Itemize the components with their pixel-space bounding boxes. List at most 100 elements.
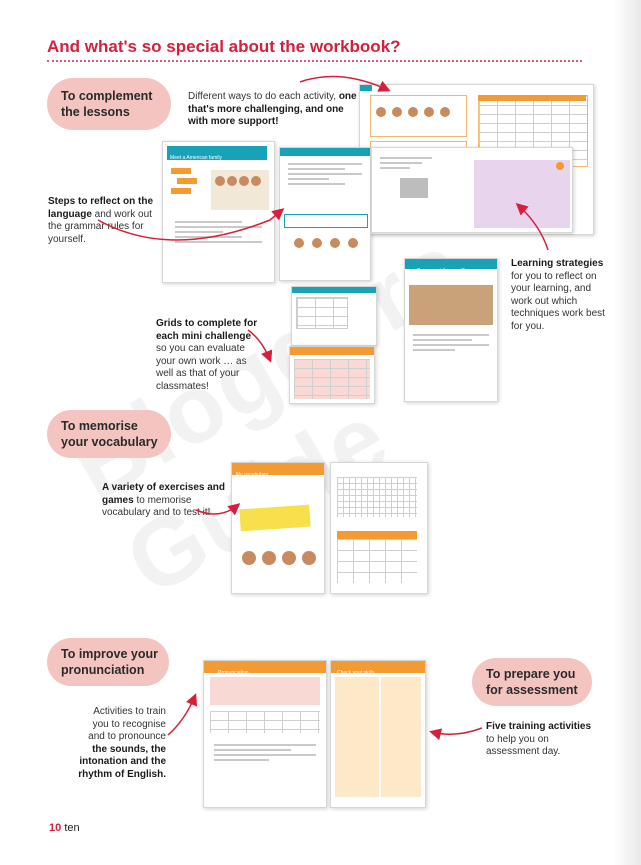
note-activity: Different ways to do each activity, one … xyxy=(188,91,363,129)
thumb-face xyxy=(392,107,402,117)
page-edge-shadow xyxy=(613,0,641,865)
thumb-grammar-page xyxy=(279,147,371,281)
note-pron-text: Activities to train you to recognise and… xyxy=(88,706,166,742)
bubble-complement-label: To complement the lessons xyxy=(61,89,153,119)
thumb-strategies-page xyxy=(371,147,573,233)
arrow-pronunciation xyxy=(167,693,198,736)
thumb-face xyxy=(251,176,261,186)
thumb-skills-header: Check your skills xyxy=(331,661,425,676)
thumb-header xyxy=(292,287,376,293)
thumb-face xyxy=(227,176,237,186)
note-assessment: Five training activities to help you on … xyxy=(486,721,596,759)
thumb-face xyxy=(215,176,225,186)
thumb-grid-page xyxy=(291,286,377,346)
thumb-pron-header: Pronunciation xyxy=(204,661,326,676)
thumb-sport-title: Do you get the sport? xyxy=(417,268,465,274)
thumb-vocab-title: My vocabulary xyxy=(236,472,269,478)
thumb-face xyxy=(424,107,434,117)
thumb-skills-page: Check your skills xyxy=(330,660,426,808)
note-activity-text: Different ways to do each activity, xyxy=(188,91,339,102)
thumb-header xyxy=(290,347,374,355)
note-pronunciation: Activities to train you to recognise and… xyxy=(76,706,166,781)
thumb-family-title: Meet a American family xyxy=(170,155,222,161)
thumb-box xyxy=(284,214,368,228)
thumb-face xyxy=(262,551,276,565)
thumb-face xyxy=(376,107,386,117)
thumb-table xyxy=(337,539,417,583)
thumb-wordsearch-page xyxy=(330,462,428,594)
note-vocab-bold: A variety of exercises and games xyxy=(102,482,226,506)
page-title: And what's so special about the workbook… xyxy=(47,37,401,56)
thumb-face xyxy=(239,176,249,186)
thumb-pronunciation-page: Pronunciation xyxy=(203,660,327,808)
thumb-face xyxy=(242,551,256,565)
note-vocab-text: to memorise vocabulary and to test it! xyxy=(102,494,211,519)
thumb-box xyxy=(370,95,467,137)
thumb-grid-header xyxy=(478,95,586,101)
note-activity-bold: one that's more challenging, and one wit… xyxy=(188,91,357,127)
thumb-face xyxy=(282,551,296,565)
note-steps: Steps to reflect on the language and wor… xyxy=(48,196,156,246)
thumb-pron-title: Pronunciation xyxy=(218,670,249,676)
thumb-text-lines xyxy=(171,218,266,268)
thumb-grid xyxy=(296,297,348,329)
note-assess-bold: Five training activities xyxy=(486,721,592,732)
note-strategies: Learning strategies for you to reflect o… xyxy=(511,258,611,333)
thumb-grid xyxy=(294,359,370,399)
thumb-chip xyxy=(177,178,197,184)
note-steps-bold: Steps to reflect on the language xyxy=(48,196,154,220)
thumb-face xyxy=(302,551,316,565)
thumb-face xyxy=(312,238,322,248)
thumb-vocab-header: My vocabulary xyxy=(232,463,324,478)
thumb-text-lines xyxy=(210,741,320,781)
thumb-sport-header: Do you get the sport? xyxy=(405,259,497,274)
thumb-sport-photo xyxy=(409,285,493,325)
thumb-chip xyxy=(171,168,191,174)
thumb-strategies-box xyxy=(474,160,570,228)
bubble-memorise: To memorise your vocabulary xyxy=(47,410,171,458)
thumb-photo xyxy=(400,178,428,198)
bubble-pronunciation-label: To improve your pronunciation xyxy=(61,647,159,677)
thumb-column xyxy=(381,677,421,797)
page-number: 10 ten xyxy=(49,822,80,834)
thumb-column xyxy=(335,677,379,797)
note-assess-text: to help you on assessment day. xyxy=(486,733,561,758)
thumb-sport-page: Do you get the sport? xyxy=(404,258,498,402)
thumb-wordsearch xyxy=(337,477,417,517)
thumb-table xyxy=(210,711,320,733)
thumb-family-page: Meet a American family xyxy=(162,141,275,283)
thumb-face xyxy=(348,238,358,248)
note-strategies-bold: Learning strategies xyxy=(511,258,604,269)
note-grids: Grids to complete for each mini challeng… xyxy=(156,318,264,393)
thumb-badge xyxy=(556,162,564,170)
thumb-text-lines xyxy=(409,331,493,381)
thumb-challenge-grid xyxy=(289,346,375,404)
note-pron-bold: the sounds, the intonation and the rhyth… xyxy=(78,743,166,780)
note-grids-bold: Grids to complete for each mini challeng… xyxy=(156,318,258,342)
thumb-face xyxy=(440,107,450,117)
note-vocab: A variety of exercises and games to memo… xyxy=(102,482,230,520)
title-divider xyxy=(47,60,582,62)
thumb-face xyxy=(408,107,418,117)
thumb-text-lines xyxy=(376,154,436,178)
bubble-memorise-label: To memorise your vocabulary xyxy=(61,419,158,449)
note-grids-text: so you can evaluate your own work … as w… xyxy=(156,343,247,392)
arrow-assessment xyxy=(429,727,483,741)
thumb-grammar-header xyxy=(280,148,370,156)
bubble-complement: To complement the lessons xyxy=(47,78,171,130)
thumb-vocab-page: My vocabulary xyxy=(231,462,325,594)
thumb-family-header: Meet a American family xyxy=(167,146,267,161)
thumb-chip xyxy=(171,188,191,194)
thumb-face xyxy=(330,238,340,248)
note-strategies-text: for you to reflect on your learning, and… xyxy=(511,270,605,332)
bubble-assessment: To prepare you for assessment xyxy=(472,658,592,706)
bubble-pronunciation: To improve your pronunciation xyxy=(47,638,169,686)
page-number-word: ten xyxy=(64,822,80,834)
thumb-tab xyxy=(360,85,372,91)
thumb-box xyxy=(210,677,320,705)
thumb-face xyxy=(294,238,304,248)
page-number-digit: 10 xyxy=(49,822,62,834)
thumb-table-header xyxy=(337,531,417,539)
bubble-assessment-label: To prepare you for assessment xyxy=(486,667,578,697)
thumb-text-lines xyxy=(284,160,366,210)
